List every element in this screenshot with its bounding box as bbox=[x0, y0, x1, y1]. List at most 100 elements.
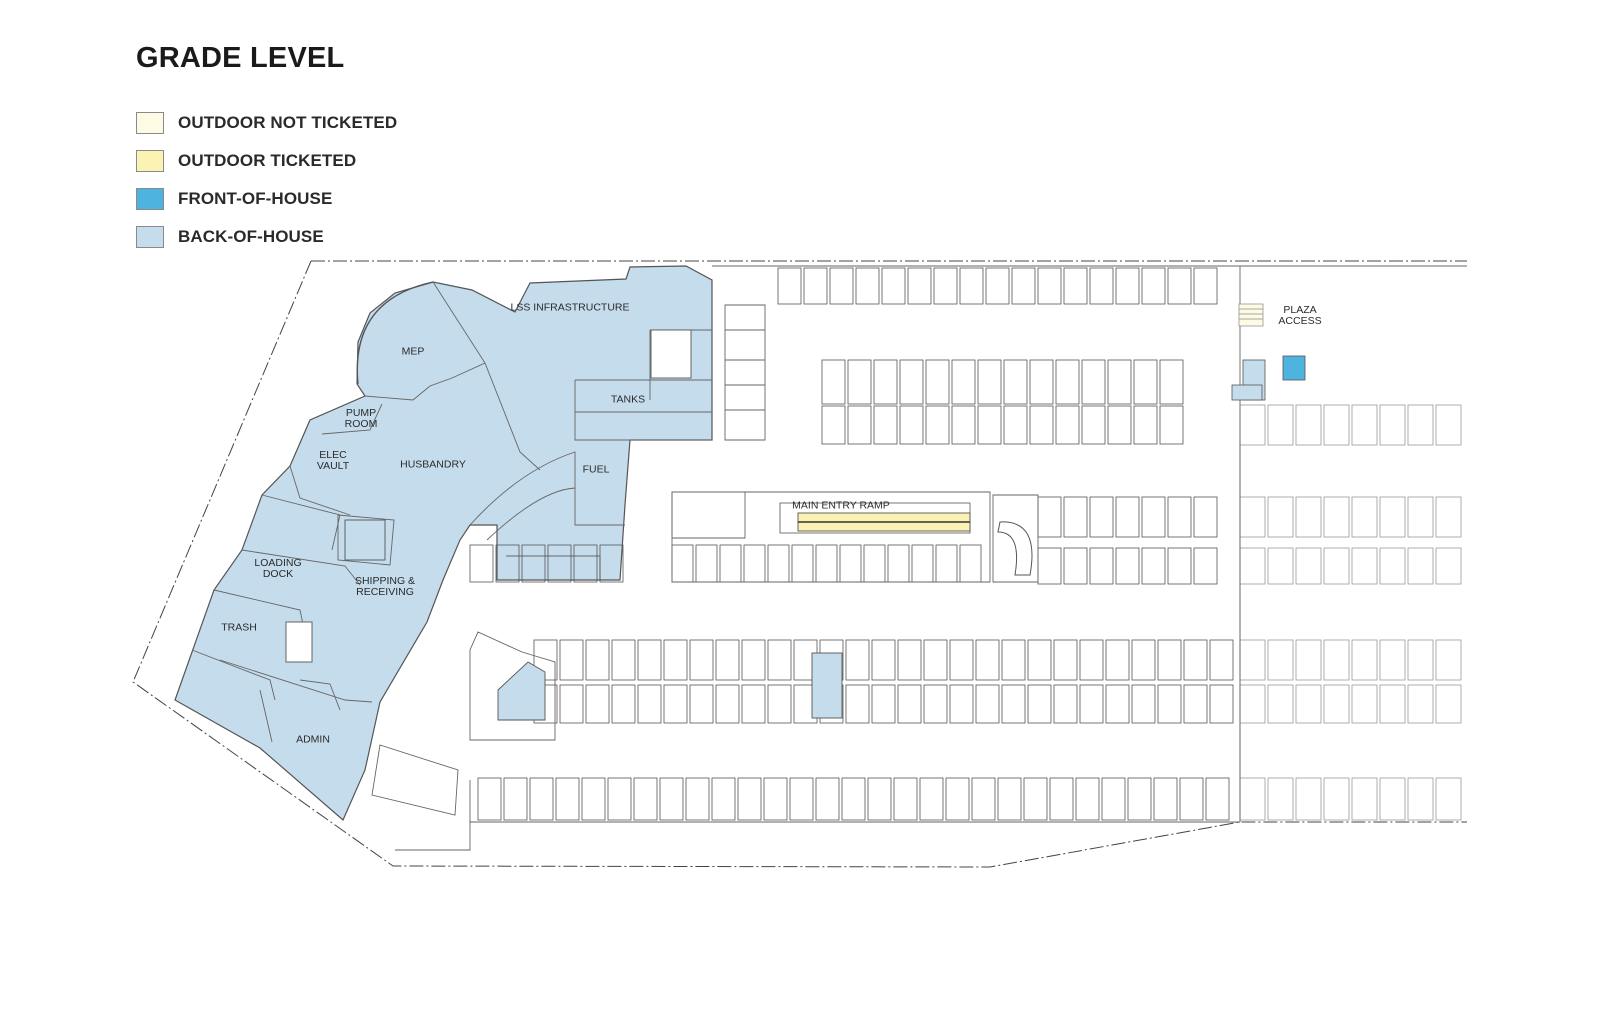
parking-stall bbox=[1351, 684, 1378, 724]
legend-swatch bbox=[136, 188, 164, 210]
parking-stall bbox=[871, 639, 896, 681]
parking-stall bbox=[1063, 267, 1088, 305]
legend-swatch bbox=[136, 112, 164, 134]
parking-stall bbox=[881, 267, 906, 305]
parking-stall bbox=[949, 639, 974, 681]
back-of-house-elevator bbox=[811, 652, 843, 719]
parking-stall bbox=[1351, 547, 1378, 585]
parking-stall bbox=[1159, 359, 1184, 405]
parking-stall bbox=[695, 544, 718, 583]
legend-item-outdoor-not-ticketed: OUTDOOR NOT TICKETED bbox=[136, 110, 397, 136]
parking-stall bbox=[659, 777, 684, 821]
parking-stall bbox=[1209, 639, 1234, 681]
parking-stall bbox=[1055, 359, 1080, 405]
parking-stall bbox=[689, 639, 714, 681]
parking-stall bbox=[1089, 267, 1114, 305]
parking-stall bbox=[1351, 639, 1378, 681]
legend-swatch bbox=[136, 150, 164, 172]
parking-stall bbox=[1239, 547, 1266, 585]
parking-stall bbox=[743, 544, 766, 583]
parking-stall bbox=[845, 684, 870, 724]
parking-stall bbox=[1239, 639, 1266, 681]
parking-stall bbox=[1131, 639, 1156, 681]
parking-stall bbox=[985, 267, 1010, 305]
parking-stall bbox=[1323, 404, 1350, 446]
parking-stall bbox=[1295, 777, 1322, 821]
parking-stall bbox=[1239, 777, 1266, 821]
parking-stall bbox=[923, 639, 948, 681]
parking-stall bbox=[477, 777, 502, 821]
parking-grid bbox=[469, 267, 1462, 821]
parking-stall bbox=[1379, 404, 1406, 446]
parking-stall bbox=[689, 684, 714, 724]
parking-stall bbox=[873, 359, 898, 405]
back-of-house-area bbox=[174, 265, 713, 821]
parking-stall bbox=[573, 544, 598, 583]
parking-stall bbox=[1003, 359, 1028, 405]
parking-stall bbox=[1435, 404, 1462, 446]
parking-stall bbox=[1323, 547, 1350, 585]
parking-stall bbox=[585, 639, 610, 681]
parking-stall bbox=[1037, 496, 1062, 538]
parking-stall bbox=[1267, 496, 1294, 538]
parking-stall bbox=[715, 639, 740, 681]
parking-stall bbox=[1131, 684, 1156, 724]
parking-stall bbox=[599, 544, 624, 583]
parking-stall bbox=[1209, 684, 1234, 724]
parking-stall bbox=[503, 777, 528, 821]
parking-stall bbox=[1267, 684, 1294, 724]
parking-stall bbox=[777, 267, 802, 305]
parking-stall bbox=[1205, 777, 1230, 821]
parking-stall bbox=[1115, 267, 1140, 305]
parking-stall bbox=[559, 639, 584, 681]
parking-stall bbox=[1063, 547, 1088, 585]
parking-stall bbox=[711, 777, 736, 821]
parking-stall bbox=[611, 684, 636, 724]
legend-swatch bbox=[136, 226, 164, 248]
parking-stall bbox=[951, 359, 976, 405]
parking-stall bbox=[899, 405, 924, 445]
parking-stall bbox=[1023, 777, 1048, 821]
parking-stall bbox=[935, 544, 958, 583]
parking-stall bbox=[1351, 496, 1378, 538]
parking-stall bbox=[863, 544, 886, 583]
parking-stall bbox=[1167, 267, 1192, 305]
parking-stall bbox=[1295, 404, 1322, 446]
back-of-house-small bbox=[497, 661, 546, 721]
parking-stall bbox=[1055, 405, 1080, 445]
parking-stall bbox=[1407, 684, 1434, 724]
parking-stall bbox=[521, 544, 546, 583]
parking-stall bbox=[1127, 777, 1152, 821]
parking-stall bbox=[1141, 267, 1166, 305]
parking-stall bbox=[1133, 405, 1158, 445]
parking-stall bbox=[919, 777, 944, 821]
parking-stall bbox=[1193, 496, 1218, 538]
parking-stall bbox=[1379, 639, 1406, 681]
parking-stall bbox=[533, 639, 558, 681]
parking-stall bbox=[1079, 684, 1104, 724]
parking-stall bbox=[1081, 405, 1106, 445]
parking-stall bbox=[1379, 777, 1406, 821]
parking-stall bbox=[1115, 547, 1140, 585]
plaza-stair bbox=[1238, 303, 1264, 327]
parking-stall bbox=[767, 544, 790, 583]
parking-stall bbox=[1027, 639, 1052, 681]
parking-stall bbox=[1001, 639, 1026, 681]
parking-stall bbox=[529, 777, 554, 821]
parking-stall bbox=[1105, 639, 1130, 681]
parking-stall bbox=[803, 267, 828, 305]
legend-item-back-of-house: BACK-OF-HOUSE bbox=[136, 224, 397, 250]
parking-stall bbox=[1295, 639, 1322, 681]
parking-stall bbox=[1379, 496, 1406, 538]
parking-stall bbox=[1107, 405, 1132, 445]
parking-stall bbox=[923, 684, 948, 724]
parking-stall bbox=[1011, 267, 1036, 305]
parking-stall bbox=[581, 777, 606, 821]
parking-stall bbox=[1407, 547, 1434, 585]
parking-stall bbox=[1027, 684, 1052, 724]
parking-stall bbox=[1167, 547, 1192, 585]
parking-stall bbox=[663, 684, 688, 724]
parking-stall bbox=[741, 684, 766, 724]
parking-stall bbox=[1053, 639, 1078, 681]
